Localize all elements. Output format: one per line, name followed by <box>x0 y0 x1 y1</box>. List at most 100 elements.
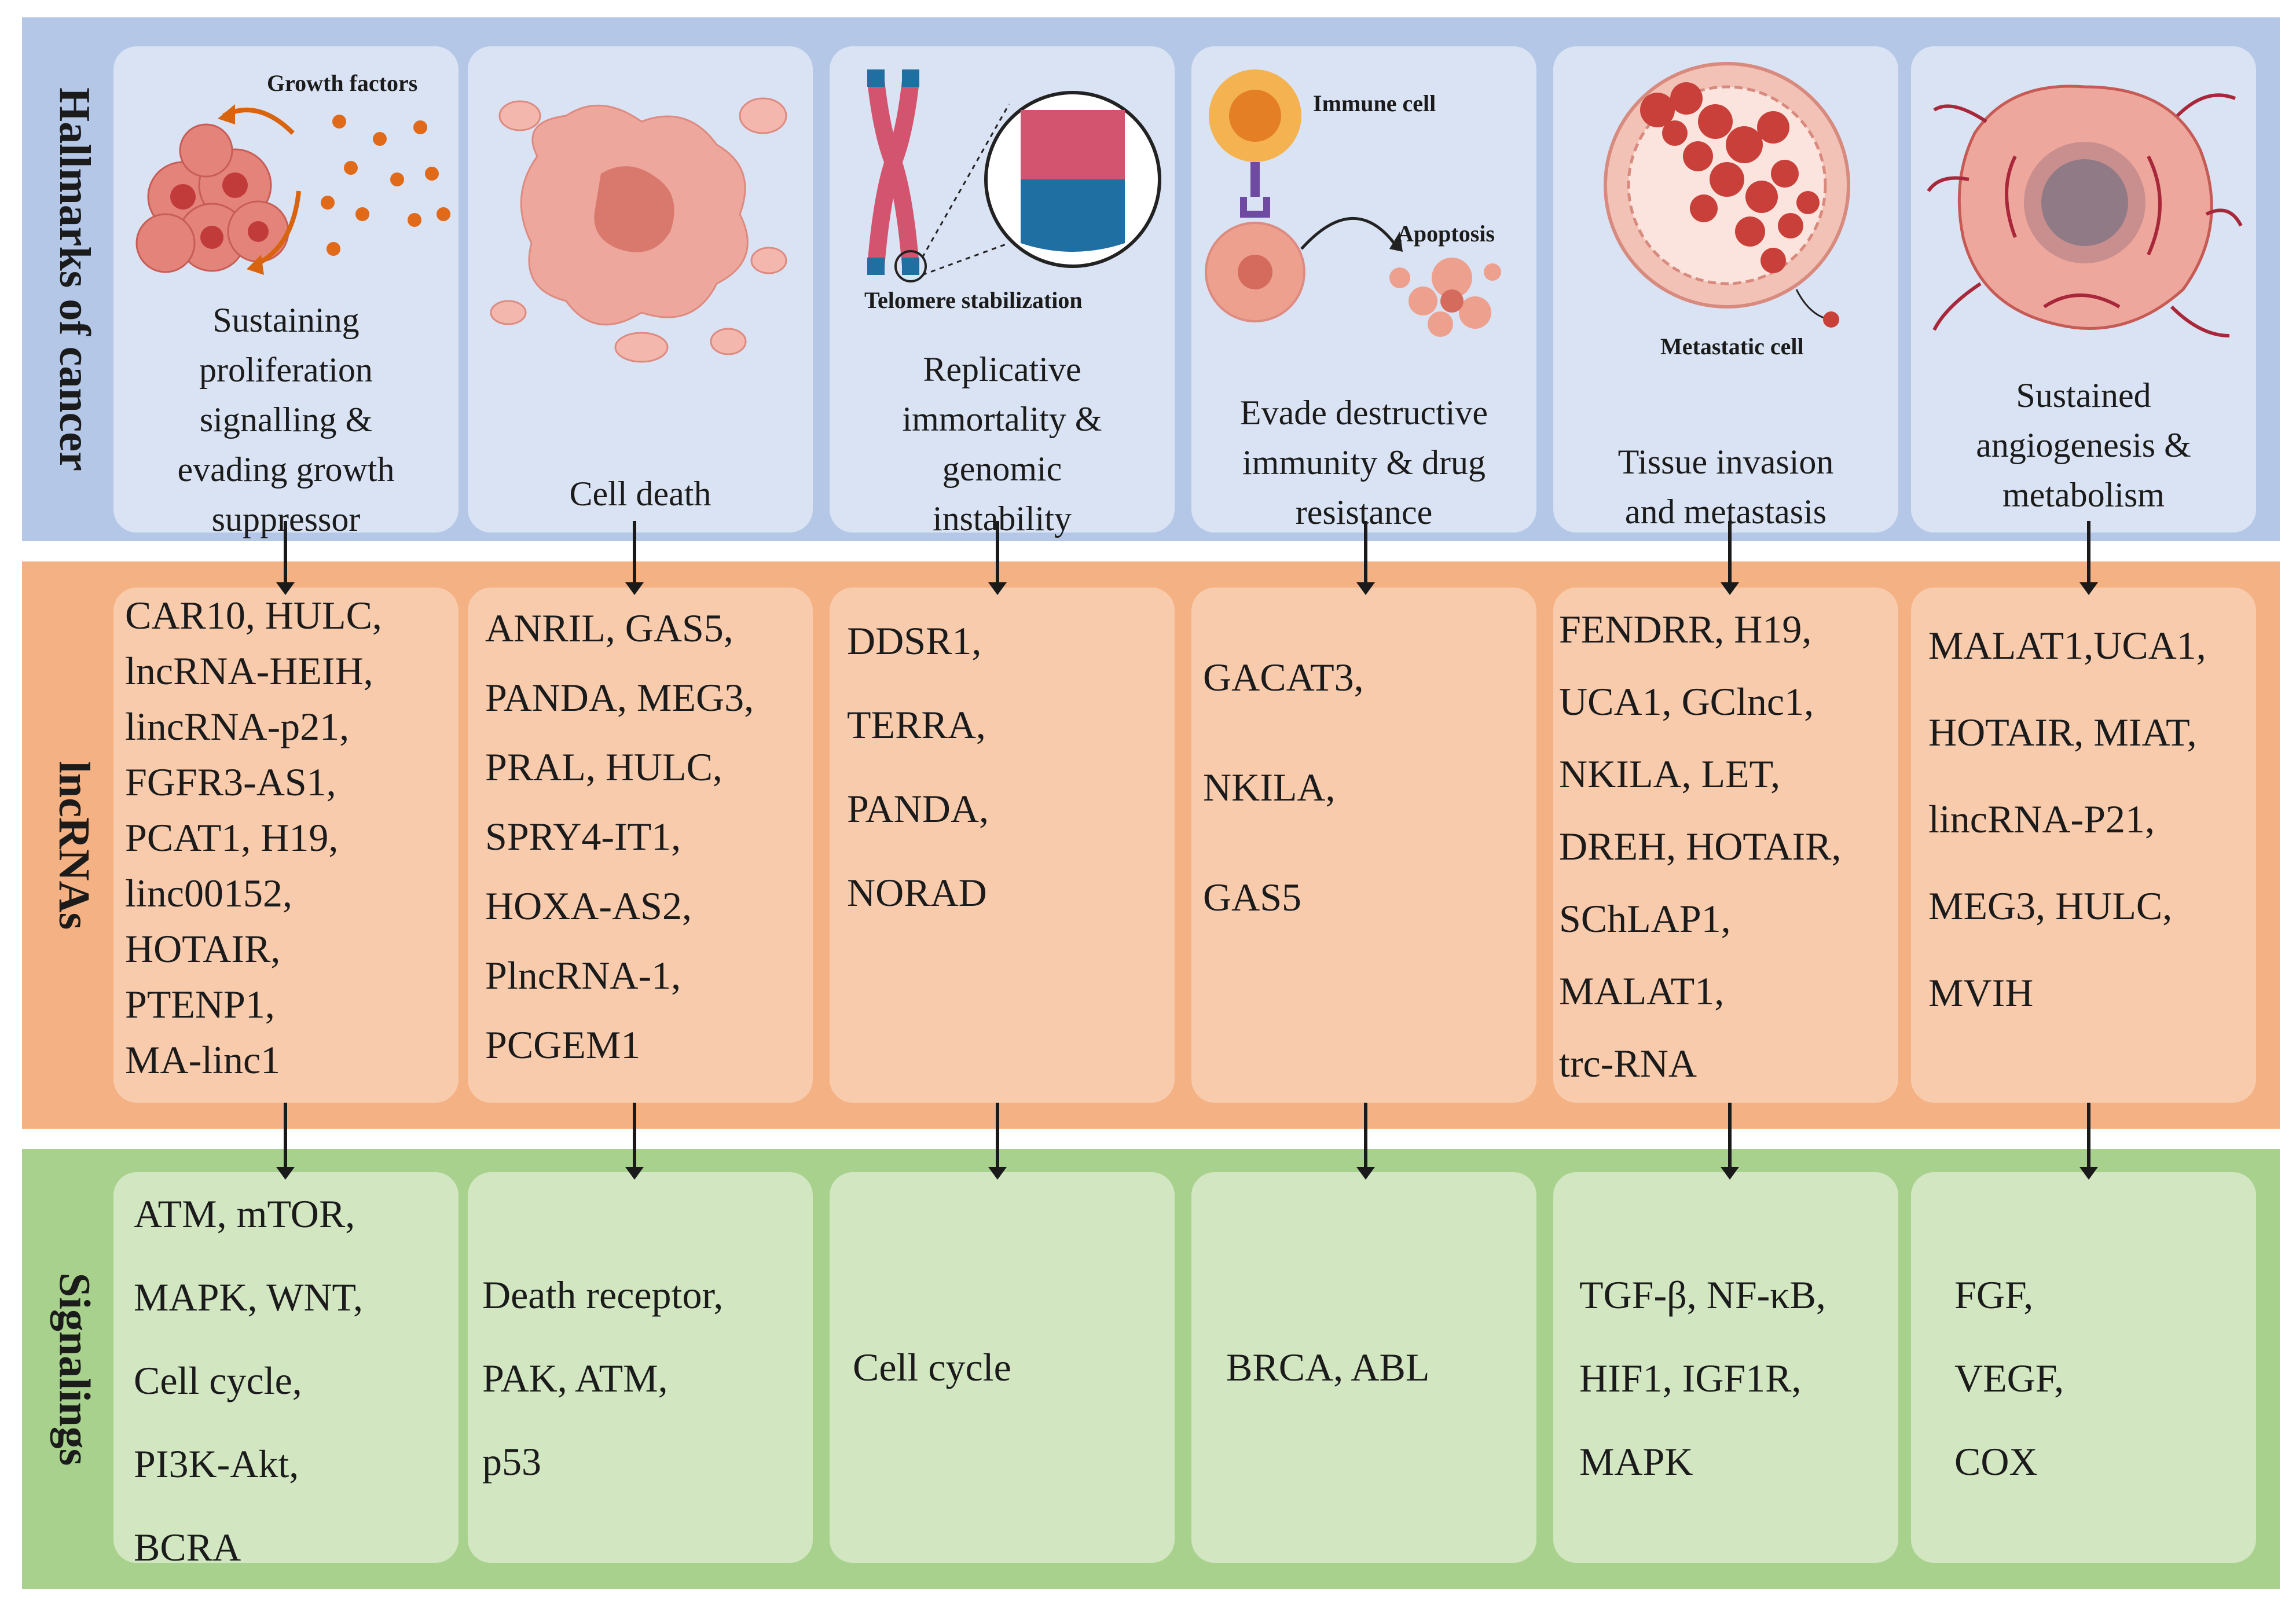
title-line: evading growth <box>177 450 395 489</box>
hallmarks-band-label: Hallmarks of cancer <box>28 17 120 541</box>
title-line: and metastasis <box>1624 493 1827 531</box>
signaling-card-2: Death receptor, PAK, ATM, p53 <box>468 1172 813 1563</box>
signaling-card-4: BRCA, ABL <box>1191 1172 1536 1563</box>
lncrna-item: trc-RNA <box>1559 1041 1697 1085</box>
hallmark-card-metastasis: Metastatic cell Tissue invasion and meta… <box>1553 46 1898 533</box>
telomere-stabilization-label: Telomere stabilization <box>864 287 1083 313</box>
hallmark-title-6: Sustained angiogenesis & metabolism <box>1911 370 2256 520</box>
signalings-label-text: Signalings <box>50 1272 99 1466</box>
signalings-band: Signalings ATM, mTOR, MAPK, WNT, Cell cy… <box>22 1149 2280 1589</box>
lncrna-item: lincRNA-p21, <box>125 704 350 748</box>
metastatic-cell-label: Metastatic cell <box>1660 333 1804 359</box>
arrow-down-icon <box>2079 521 2098 595</box>
lncrna-card-1: CAR10, HULC, lncRNA-HEIH, lincRNA-p21, F… <box>113 588 459 1103</box>
lncrna-item: FENDRR, H19, <box>1559 607 1812 651</box>
lncrna-item: GACAT3, <box>1203 655 1364 699</box>
signaling-item: p53 <box>482 1440 541 1484</box>
lncrna-list-6: MALAT1,UCA1, HOTAIR, MIAT, lincRNA-P21, … <box>1928 602 2206 1036</box>
lncrna-list-5: FENDRR, H19, UCA1, GClnc1, NKILA, LET, D… <box>1559 593 1842 1100</box>
signaling-list-5: TGF-β, NF-κB, HIF1, IGF1R, MAPK <box>1579 1253 1826 1503</box>
lncrna-item: PCGEM1 <box>485 1023 641 1067</box>
signaling-item: MAPK <box>1579 1440 1693 1484</box>
lncrna-card-6: MALAT1,UCA1, HOTAIR, MIAT, lincRNA-P21, … <box>1911 588 2256 1103</box>
lncrnas-band-label: lncRNAs <box>28 561 120 1129</box>
lncrna-item: linc00152, <box>125 871 292 915</box>
tumor-angiogenesis-illustration <box>1927 85 2243 337</box>
lncrna-item: UCA1, GClnc1, <box>1559 680 1814 724</box>
signaling-item: ATM, mTOR, <box>134 1192 355 1236</box>
signaling-list-2: Death receptor, PAK, ATM, p53 <box>482 1253 723 1503</box>
immune-cell-apoptosis-illustration <box>1205 69 1501 337</box>
signaling-item: HIF1, IGF1R, <box>1579 1356 1802 1400</box>
lncrna-item: PTENP1, <box>125 982 275 1026</box>
arrow-down-icon <box>625 521 644 595</box>
cell-death-illustration <box>490 97 787 363</box>
signaling-item: TGF-β, NF-κB, <box>1579 1273 1826 1317</box>
signaling-card-1: ATM, mTOR, MAPK, WNT, Cell cycle, PI3K-A… <box>113 1172 459 1569</box>
lncrnas-band: lncRNAs CAR10, HULC, lncRNA-HEIH, lincRN… <box>22 561 2280 1129</box>
immune-cell-label: Immune cell <box>1313 90 1436 116</box>
signaling-card-3: Cell cycle <box>830 1172 1175 1563</box>
signaling-list-4: BRCA, ABL <box>1226 1326 1429 1409</box>
hallmark-title-4: Evade destructive immunity & drug resist… <box>1191 388 1536 537</box>
lncrna-item: SPRY4-IT1, <box>485 814 681 858</box>
hallmark-title-3: Replicative immortality & genomic instab… <box>830 344 1175 544</box>
title-line: Sustained <box>2016 376 2151 414</box>
hallmarks-band: Hallmarks of cancer Growth factors Susta… <box>22 17 2280 541</box>
hallmark-title-5: Tissue invasion and metastasis <box>1553 437 1898 537</box>
signaling-item: BRCA, ABL <box>1226 1345 1430 1389</box>
lncrna-item: MEG3, HULC, <box>1928 884 2173 928</box>
signaling-card-6: FGF, VEGF, COX <box>1911 1172 2256 1563</box>
arrow-down-icon <box>988 1103 1007 1180</box>
signaling-item: FGF, <box>1954 1273 2034 1317</box>
title-line: signalling & <box>199 401 373 439</box>
signaling-item: PAK, ATM, <box>482 1356 668 1400</box>
title-line: immortality & <box>902 400 1102 438</box>
lncrna-item: FGFR3-AS1, <box>125 760 336 804</box>
lncrna-list-1: CAR10, HULC, lncRNA-HEIH, lincRNA-p21, F… <box>125 588 382 1088</box>
hallmark-card-proliferation: Growth factors Sustaining proliferation … <box>113 46 459 538</box>
arrow-down-icon <box>1356 521 1375 595</box>
arrow-down-icon <box>1721 521 1739 595</box>
title-line: Sustaining <box>212 301 360 339</box>
chromosome-telomere-illustration <box>867 69 1161 282</box>
signaling-item: VEGF, <box>1954 1356 2064 1400</box>
lncrna-item: PRAL, HULC, <box>485 745 722 789</box>
growth-factors-label: Growth factors <box>267 70 418 96</box>
signaling-list-3: Cell cycle <box>853 1326 1011 1409</box>
lncrna-item: SChLAP1, <box>1559 897 1731 941</box>
signaling-item: COX <box>1954 1440 2038 1484</box>
signalings-band-label: Signalings <box>28 1149 120 1589</box>
lncrna-item: DREH, HOTAIR, <box>1559 824 1842 868</box>
arrow-down-icon <box>1721 1103 1739 1180</box>
hallmark-card-immune-evasion: Immune cell Apoptosis Evade destructive … <box>1191 46 1536 533</box>
title-line: resistance <box>1295 493 1433 531</box>
signaling-item: Death receptor, <box>482 1273 724 1317</box>
lncrna-item: NORAD <box>847 871 987 915</box>
signaling-item: PI3K-Akt, <box>134 1442 299 1486</box>
lncrna-item: HOXA-AS2, <box>485 884 692 928</box>
growth-factors-illustration <box>135 104 450 275</box>
lncrna-item: lincRNA-P21, <box>1928 797 2155 841</box>
metastasis-vessel-illustration <box>1604 62 1850 328</box>
arrow-down-icon <box>1356 1103 1375 1180</box>
lncrna-item: GAS5 <box>1203 875 1302 919</box>
lncrna-item: PANDA, MEG3, <box>485 675 754 719</box>
lncrna-item: PANDA, <box>847 787 989 831</box>
arrow-down-icon <box>625 1103 644 1180</box>
title-line: Replicative <box>923 350 1081 388</box>
title-line: Evade destructive <box>1239 394 1488 432</box>
lncrna-card-5: FENDRR, H19, UCA1, GClnc1, NKILA, LET, D… <box>1553 588 1898 1103</box>
lncrna-list-2: ANRIL, GAS5, PANDA, MEG3, PRAL, HULC, SP… <box>485 593 754 1080</box>
lncrna-list-3: DDSR1, TERRA, PANDA, NORAD <box>847 599 989 935</box>
lncrna-item: lncRNA-HEIH, <box>125 649 373 693</box>
lncrna-item: MA-linc1 <box>125 1038 281 1082</box>
arrow-down-icon <box>2079 1103 2098 1180</box>
title-line: Tissue invasion <box>1618 443 1834 481</box>
lncrna-item: MVIH <box>1928 971 2034 1015</box>
lncrna-list-4: GACAT3, NKILA, GAS5 <box>1203 622 1364 952</box>
signaling-item: BCRA <box>134 1525 241 1569</box>
signaling-item: Cell cycle <box>853 1345 1011 1389</box>
arrow-down-icon <box>276 1103 295 1180</box>
title-line: metabolism <box>2002 476 2165 514</box>
